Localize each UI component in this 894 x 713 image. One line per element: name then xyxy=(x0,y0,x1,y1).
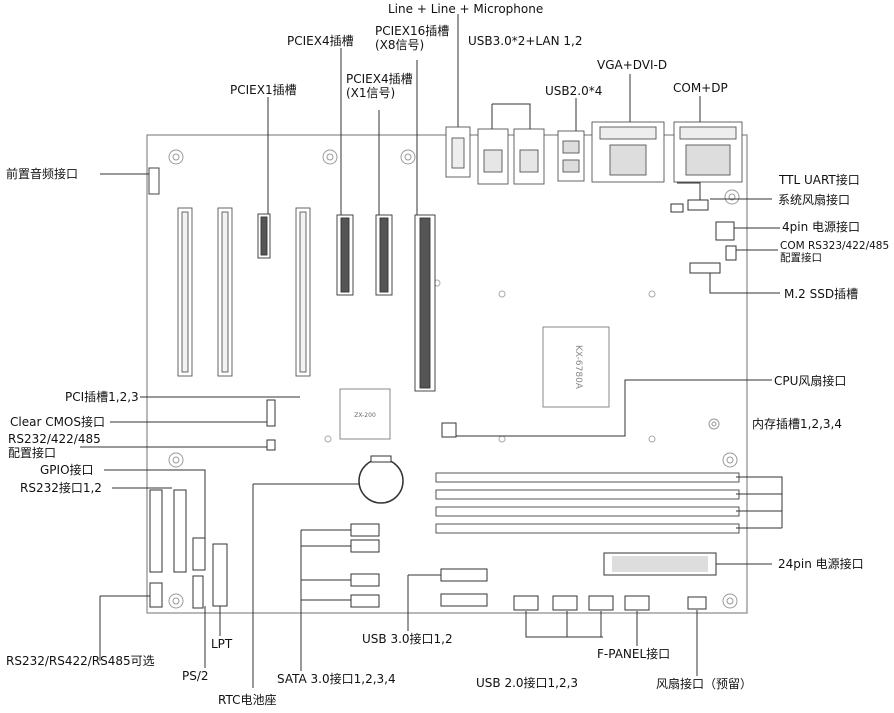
label-ps2: PS/2 xyxy=(182,669,209,683)
label-sata: SATA 3.0接口1,2,3,4 xyxy=(277,672,396,686)
cpu-socket xyxy=(542,326,610,408)
rear-io xyxy=(445,121,743,185)
pcie-slots xyxy=(257,213,436,392)
label-pciex4-a: PCIEX4插槽 xyxy=(287,34,354,48)
left-headers xyxy=(149,399,276,609)
label-usb2-hdr: USB 2.0接口1,2,3 xyxy=(476,676,579,690)
mounting-holes xyxy=(168,149,740,609)
label-memory: 内存插槽1,2,3,4 xyxy=(752,417,842,431)
label-24pin-power: 24pin 电源接口 xyxy=(778,557,864,571)
label-gpio: GPIO接口 xyxy=(40,463,94,477)
label-usb3-lan: USB3.0*2+LAN 1,2 xyxy=(468,34,583,48)
label-vga-dvi: VGA+DVI-D xyxy=(597,58,668,72)
chipset xyxy=(339,388,391,440)
label-clear-cmos: Clear CMOS接口 xyxy=(10,415,105,429)
label-com-dp: COM+DP xyxy=(673,81,728,95)
label-lpt: LPT xyxy=(211,637,233,651)
label-pciex1: PCIEX1插槽 xyxy=(230,83,297,97)
label-rs232-12: RS232接口1,2 xyxy=(20,481,102,495)
label-usb3-hdr: USB 3.0接口1,2 xyxy=(362,632,453,646)
label-4pin-power: 4pin 电源接口 xyxy=(782,220,861,234)
sata-ports xyxy=(350,523,380,608)
rtc-battery xyxy=(358,458,404,504)
cpu-mark: KX-6780A xyxy=(573,345,583,390)
label-line-mic: Line + Line + Microphone xyxy=(388,2,544,16)
label-pciex4-b: PCIEX4插槽 (X1信号) xyxy=(346,72,413,100)
pci-slots xyxy=(177,207,311,377)
front-audio-header xyxy=(148,167,160,195)
label-usb2x4: USB2.0*4 xyxy=(545,84,603,98)
label-sys-fan: 系统风扇接口 xyxy=(778,193,851,207)
label-m2-ssd: M.2 SSD插槽 xyxy=(784,287,859,301)
label-rs232-cfg: RS232/422/485 配置接口 xyxy=(8,432,101,460)
label-rs-select: RS232/RS422/RS485可选 xyxy=(6,654,155,668)
label-fan-reserved: 风扇接口（预留） xyxy=(656,677,753,691)
label-rtc: RTC电池座 xyxy=(218,693,277,707)
label-ttl-uart: TTL UART接口 xyxy=(779,173,860,187)
chipset-mark: ZX-200 xyxy=(354,412,376,419)
board-outline xyxy=(146,134,748,614)
leader-lines xyxy=(80,14,783,688)
label-front-audio: 前置音频接口 xyxy=(6,167,79,181)
memory-slots xyxy=(435,472,740,534)
small-headers xyxy=(441,422,707,611)
label-pciex16: PCIEX16插槽 (X8信号) xyxy=(375,24,450,52)
usb2-stack xyxy=(557,130,585,182)
label-fpanel: F-PANEL接口 xyxy=(597,647,671,661)
label-com-cfg: COM RS323/422/485 配置接口 xyxy=(780,240,890,264)
usb3-headers xyxy=(440,568,488,607)
label-pci-slots: PCI插槽1,2,3 xyxy=(65,390,139,404)
label-cpu-fan: CPU风扇接口 xyxy=(774,374,847,388)
